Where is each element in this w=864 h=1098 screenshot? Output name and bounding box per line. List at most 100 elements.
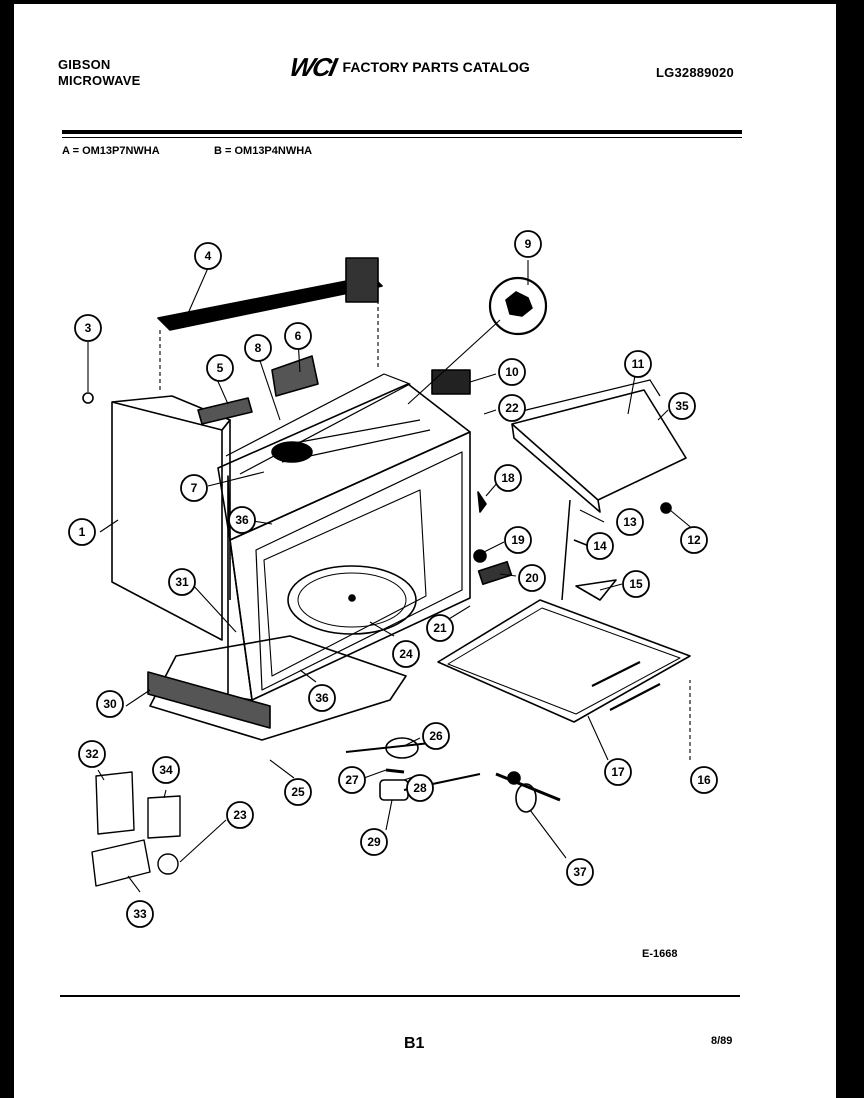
callout-label-8: 8 (255, 341, 262, 355)
fan-blade (271, 441, 313, 463)
top-bracket (157, 275, 383, 331)
callout-24 (392, 640, 420, 668)
callout-label-31: 31 (175, 575, 189, 589)
callout-label-34: 34 (159, 763, 173, 777)
control-panel (511, 389, 687, 501)
catalog-number: LG32889020 (656, 65, 734, 80)
callout-label-22: 22 (505, 401, 519, 415)
callout-13 (616, 508, 644, 536)
callout-12 (680, 526, 708, 554)
callout-14 (586, 532, 614, 560)
callout-label-19: 19 (511, 533, 525, 547)
page-code: B1 (404, 1035, 425, 1052)
callout-label-11: 11 (632, 357, 645, 371)
callout-31 (168, 568, 196, 596)
callout-label-6: 6 (295, 329, 302, 343)
callout-label-29: 29 (367, 835, 381, 849)
model-b: B = OM13P4NWHA (214, 145, 313, 157)
callout-label-17: 17 (611, 765, 625, 779)
cavity-top (217, 383, 471, 541)
callout-20 (518, 564, 546, 592)
callout-11 (624, 350, 652, 378)
callout-label-26: 26 (429, 729, 443, 743)
callout-label-1: 1 (79, 525, 86, 539)
turntable-tray (287, 565, 417, 635)
callout-label-35: 35 (675, 399, 689, 413)
callout-label-3: 3 (85, 321, 92, 335)
callout-label-25: 25 (291, 785, 305, 799)
callout-37 (566, 858, 594, 886)
catalog-logo: WCI FACTORY PARTS CATALOG (287, 52, 530, 82)
callout-label-32: 32 (85, 747, 99, 761)
callout-26 (422, 722, 450, 750)
header-rule (62, 130, 742, 134)
callout-27 (338, 766, 366, 794)
catalog-title: FACTORY PARTS CATALOG (342, 59, 530, 75)
callout-label-33: 33 (133, 907, 147, 921)
callout-32 (78, 740, 106, 768)
callout-16 (690, 766, 718, 794)
brand-name: GIBSON (58, 57, 111, 72)
callout-label-18: 18 (501, 471, 515, 485)
callout-label-24: 24 (399, 647, 413, 661)
callout-label-27: 27 (345, 773, 359, 787)
callout-label-9: 9 (525, 237, 532, 251)
callout-label-36: 36 (235, 513, 249, 527)
callout-34 (152, 756, 180, 784)
callout-label-14: 14 (593, 539, 607, 553)
callout-21 (426, 614, 454, 642)
outer-case-side (111, 401, 223, 641)
brand-block: GIBSON MICROWAVE (58, 57, 140, 89)
model-a: A = OM13P7NWHA (62, 145, 160, 157)
callout-label-21: 21 (433, 621, 447, 635)
footer-rule (60, 995, 740, 997)
callout-label-15: 15 (629, 577, 643, 591)
page-date: 8/89 (711, 1035, 733, 1047)
callout-3 (74, 314, 102, 342)
callout-30 (96, 690, 124, 718)
scan-edge-right (836, 0, 864, 1098)
callout-4 (194, 242, 222, 270)
callout-5 (206, 354, 234, 382)
callout-label-12: 12 (687, 533, 701, 547)
scan-edge-top (0, 0, 864, 4)
callout-label-30: 30 (103, 697, 117, 711)
callout-25 (284, 778, 312, 806)
callout-23 (226, 801, 254, 829)
base-plate (149, 635, 407, 741)
callout-15 (622, 570, 650, 598)
callout-label-4: 4 (205, 249, 212, 263)
scan-edge-left (0, 0, 14, 1098)
callout-label-20: 20 (525, 571, 539, 585)
callout-7 (180, 474, 208, 502)
accessory-32 (95, 771, 135, 835)
callout-1 (68, 518, 96, 546)
callout-10 (498, 358, 526, 386)
header-rule-thin (62, 137, 742, 138)
callout-36b (308, 684, 336, 712)
callout-22 (498, 394, 526, 422)
callout-18 (494, 464, 522, 492)
callout-label-16: 16 (697, 773, 711, 787)
callout-label-28: 28 (413, 781, 427, 795)
callout-29 (360, 828, 388, 856)
product-line: MICROWAVE (58, 73, 141, 88)
callout-label-37: 37 (573, 865, 587, 879)
callout-label-23: 23 (233, 808, 247, 822)
callout-label-5: 5 (217, 361, 224, 375)
figure-code: E-1668 (642, 948, 678, 960)
callout-label-7: 7 (191, 481, 198, 495)
callout-9 (514, 230, 542, 258)
detail-magnifier (488, 276, 548, 336)
callout-28 (406, 774, 434, 802)
callout-8 (244, 334, 272, 362)
callout-label-13: 13 (623, 515, 637, 529)
callout-label-10: 10 (505, 365, 519, 379)
bottom-tray (437, 599, 691, 723)
callout-19 (504, 526, 532, 554)
callout-36 (228, 506, 256, 534)
callout-33 (126, 900, 154, 928)
callout-17 (604, 758, 632, 786)
callout-35 (668, 392, 696, 420)
